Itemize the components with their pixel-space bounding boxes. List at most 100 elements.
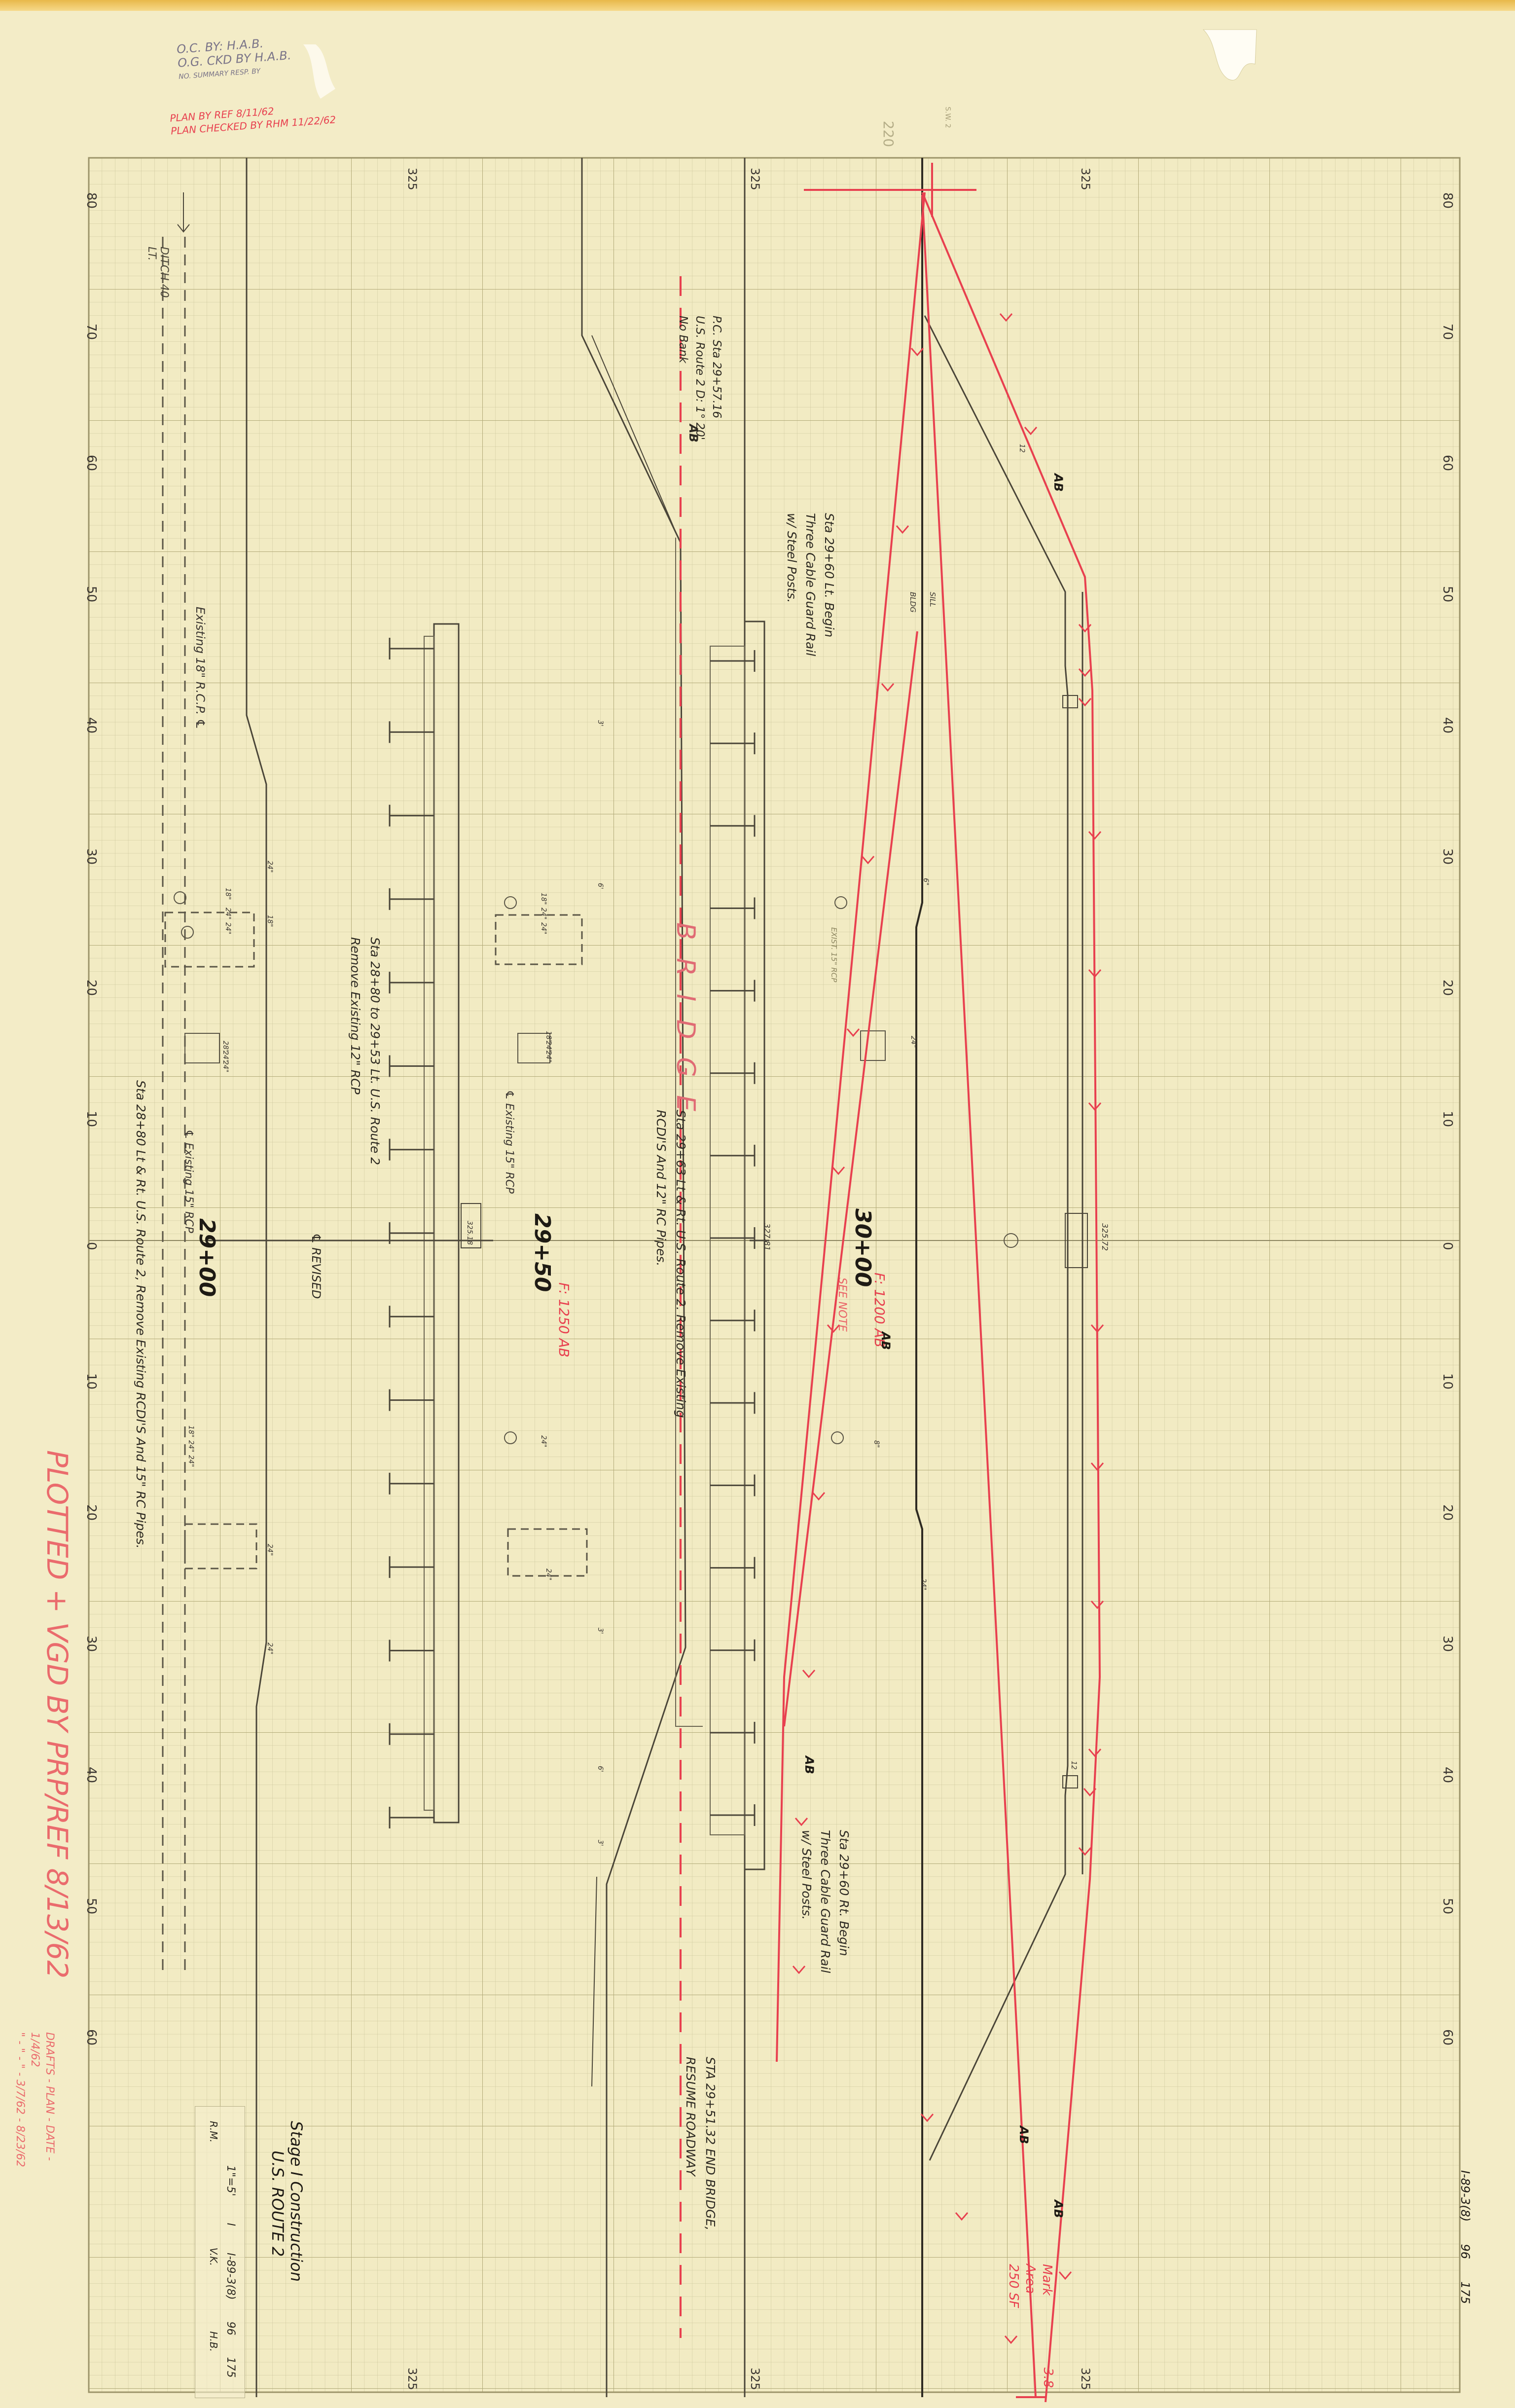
bridge-posts-29-50 xyxy=(389,638,434,1828)
ab-mark-2: AB xyxy=(879,1332,893,1350)
scale-label-right: 10 xyxy=(1440,1111,1455,1128)
ground-line-30-00 xyxy=(915,158,923,2397)
scale-label-right: 60 xyxy=(1440,455,1455,472)
p4-elevation: 325.72 xyxy=(1100,1223,1110,1251)
existing-pipe-dashed xyxy=(162,237,186,1973)
p4-begin-rt-note: Sta 29+60 Rt. Begin Three Cable Guard Ra… xyxy=(799,1830,851,1973)
pipe-circle-1 xyxy=(174,891,186,904)
red-tick xyxy=(792,1966,806,1974)
elevation-label: 325 xyxy=(1079,2368,1092,2390)
dimension-label: 24" xyxy=(266,861,274,873)
scale-label-left: 60 xyxy=(84,2029,99,2046)
p3-elevation: 327.81 xyxy=(762,1223,772,1251)
title-block-initials: R.M. V.K. H.B. xyxy=(208,2121,219,2352)
red-tick xyxy=(999,313,1013,322)
red-tick xyxy=(831,1167,845,1175)
elevation-label: 325 xyxy=(405,168,419,190)
dimension-label: 18" xyxy=(540,893,547,905)
dimension-label: 24" xyxy=(224,922,232,935)
torn-corner xyxy=(1202,29,1257,80)
torn-left xyxy=(303,44,335,99)
inlet-box-2 xyxy=(517,1033,550,1063)
deck-box-3 xyxy=(1062,1775,1078,1788)
inlet-box-3 xyxy=(860,1030,886,1061)
bridge-deck-inner xyxy=(424,636,434,1811)
p3-bridge-label: B R I D G E xyxy=(671,922,700,1116)
scale-label-right: 30 xyxy=(1440,1636,1455,1652)
p2-station: 29+50 xyxy=(530,1213,555,1292)
major-grid xyxy=(89,158,1460,2392)
dimension-label: 24" xyxy=(266,1642,274,1655)
scale-label-left: 40 xyxy=(84,1767,99,1784)
scale-label-right: 50 xyxy=(1440,586,1455,603)
elevation-label: 325 xyxy=(405,2368,419,2390)
red-tick xyxy=(846,1028,860,1037)
side-note-line-2: " - " - " - 3/7/62 - 8/23/62 xyxy=(14,2032,26,2167)
red-tick xyxy=(802,1670,816,1678)
tb-sheet: I xyxy=(224,2223,237,2226)
ab-mark-3: AB xyxy=(802,1756,816,1774)
dimension-label: 3' xyxy=(596,1840,604,1846)
tb-initial-3: H.B. xyxy=(208,2331,219,2352)
scale-label-left: 80 xyxy=(84,192,99,209)
centerline-circle xyxy=(1004,1233,1018,1248)
ab-mark-4: AB xyxy=(1017,2126,1031,2144)
scale-label-left: 50 xyxy=(84,586,99,603)
ditch-arrow xyxy=(177,192,190,233)
pipe-circle-5 xyxy=(834,896,847,909)
scale-label-right: 40 xyxy=(1440,717,1455,734)
p4-begin-lt-note: Sta 29+60 Lt. Begin Three Cable Guard Ra… xyxy=(785,513,836,657)
scale-label-right: 30 xyxy=(1440,848,1455,865)
scale-label-right: 80 xyxy=(1440,192,1455,209)
red-line-a xyxy=(921,192,1101,2403)
right-title-row: I-89-3(8) 96 175 xyxy=(1458,2170,1472,2304)
p3-end-bridge-note: STA 29+51.32 END BRIDGE, RESUME ROADWAY xyxy=(684,2057,718,2231)
scale-label-left: 10 xyxy=(84,1111,99,1128)
dimension-label: 24" xyxy=(540,908,547,920)
red-tick xyxy=(1090,1601,1104,1609)
scale-label-left: 0 xyxy=(84,1242,99,1250)
scale-label-right: 0 xyxy=(1440,1242,1455,1250)
red-tick xyxy=(1090,1324,1104,1333)
profile-bridge xyxy=(591,158,769,2397)
headwall-3 xyxy=(495,914,583,965)
scale-label-left: 60 xyxy=(84,455,99,472)
p1-ditch-note: DITCH 40 LT. xyxy=(145,247,170,298)
p1-existing-15-note: ℄ Existing 15" RCP xyxy=(182,1130,195,1233)
scale-label-right: 20 xyxy=(1440,1504,1455,1521)
red-tick xyxy=(1083,1788,1097,1797)
bridge-deck-bridge-inner xyxy=(710,646,745,1835)
red-tick xyxy=(1078,698,1092,707)
p4-exist-pipe-note: EXIST. 15" RCP xyxy=(830,927,838,983)
scale-label-right: 50 xyxy=(1440,1898,1455,1915)
p2-station-note: F: 1250 AB xyxy=(556,1282,572,1357)
red-top-bar xyxy=(804,163,976,217)
scale-label-right: 40 xyxy=(1440,1767,1455,1784)
pipe-circle-4 xyxy=(504,1431,517,1444)
red-guardrail-lines xyxy=(776,163,1101,2403)
pipe-circle-6 xyxy=(831,1431,844,1444)
red-mark-line-2: Area xyxy=(1023,2264,1038,2294)
red-tick xyxy=(812,1492,826,1501)
rt-total: 175 xyxy=(1458,2281,1472,2304)
dimension-label: 18" xyxy=(266,915,274,927)
dimension-label: 24" xyxy=(187,1440,195,1453)
red-tick xyxy=(955,2212,969,2221)
p4-bldg-note: BLDG xyxy=(908,592,917,613)
red-tick xyxy=(1088,969,1102,978)
tb-total: 175 xyxy=(224,2357,237,2378)
scale-label-left: 50 xyxy=(84,1898,99,1915)
headwall-4 xyxy=(507,1528,588,1577)
side-note-line-1: DRAFTS - PLAN - DATE - 1/4/62 xyxy=(29,2032,56,2161)
ab-mark-5: AB xyxy=(1051,2200,1065,2218)
dimension-label: 3' xyxy=(596,1628,604,1634)
dimension-label: 24" xyxy=(909,1036,917,1048)
headwall-2 xyxy=(184,1523,257,1569)
sheet-top-strip xyxy=(0,0,1515,11)
dimension-label: 18" xyxy=(224,888,232,900)
title-block xyxy=(195,2106,245,2398)
p1-remove-note: Sta 28+80 Lt & Rt. U.S. Route 2, Remove … xyxy=(134,1080,148,1549)
red-line-d xyxy=(783,631,918,1727)
dimension-label: 6" xyxy=(922,878,930,886)
